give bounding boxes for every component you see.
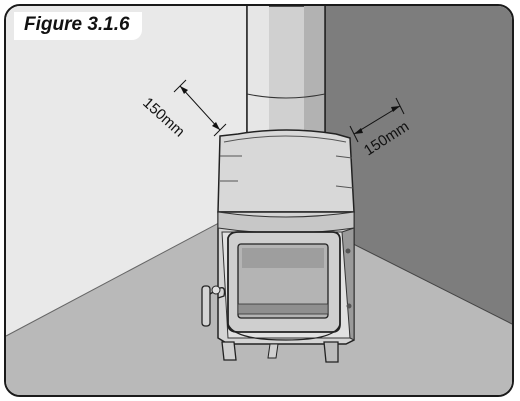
right-wall — [264, 6, 512, 324]
figure-frame: Figure 3.1.6 — [4, 4, 514, 397]
stove-clearance-diagram: 150mm 150mm — [6, 6, 512, 395]
left-wall — [6, 6, 264, 336]
figure-label: Figure 3.1.6 — [14, 12, 142, 40]
stove-legs — [221, 341, 339, 363]
door-handle — [201, 285, 226, 327]
stove-top — [217, 129, 355, 213]
stove-door — [227, 231, 341, 341]
